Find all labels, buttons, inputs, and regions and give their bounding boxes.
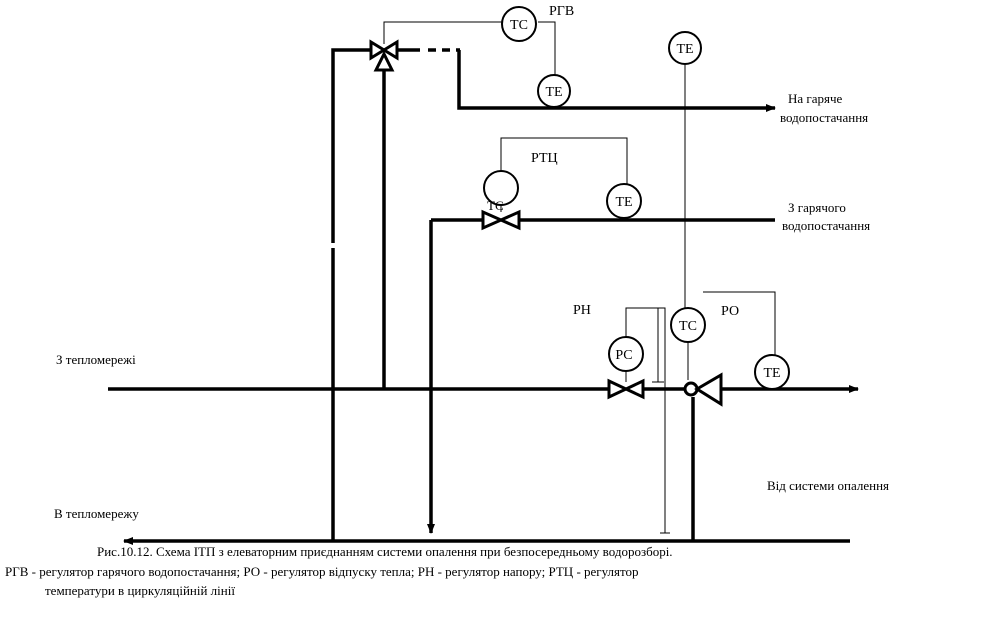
rgv-sensor-line	[538, 21, 556, 76]
rtc-label: РТЦ	[531, 151, 558, 166]
rtc-controller	[483, 170, 519, 206]
rn-valve	[607, 378, 645, 400]
rn-label: РН	[573, 303, 591, 318]
te-hot-supply-sensor: ТЕ	[537, 74, 571, 108]
from-heating-label: Від системи опалення	[767, 478, 889, 493]
rn-control-line	[625, 307, 659, 382]
from-network-label: З тепломережі	[56, 352, 136, 367]
ro-control-line	[703, 291, 776, 355]
svg-text:ТЕ: ТЕ	[545, 85, 562, 100]
hot-water-bypass-pipe	[331, 48, 373, 541]
legend-line-2: температури в циркуляційній лінії	[45, 583, 235, 598]
rtc-control-line	[500, 137, 628, 185]
rtc-ts-label: ТС	[487, 198, 504, 213]
figure-caption: Рис.10.12. Схема ІТП з елеваторним приєд…	[97, 544, 673, 559]
rn-impulse-line	[658, 307, 666, 533]
rgv-control-line	[383, 21, 502, 44]
ro-label: РО	[721, 304, 739, 319]
hot-supply-out-pipe	[457, 50, 776, 112]
svg-text:ТЕ: ТЕ	[676, 42, 693, 57]
legend-line-1: РГВ - регулятор гарячого водопостачання;…	[5, 564, 639, 579]
svg-text:ТЕ: ТЕ	[763, 366, 780, 381]
ts-rgv-controller: ТС	[501, 6, 537, 42]
hot-supply-in-label-2: водопостачання	[782, 218, 870, 233]
hot-supply-out-label-1: На гаряче	[788, 91, 843, 106]
svg-text:РС: РС	[615, 348, 632, 363]
te-heating-sensor: ТЕ	[754, 354, 790, 390]
to-network-label: В тепломережу	[54, 506, 139, 521]
rgv-label: РГВ	[549, 4, 574, 19]
te-circulation-sensor: ТЕ	[606, 183, 642, 219]
svg-text:ТЕ: ТЕ	[615, 195, 632, 210]
svg-text:ТС: ТС	[510, 18, 528, 33]
three-way-valve	[369, 39, 399, 72]
rtc-valve	[481, 209, 521, 231]
te-top-sensor: ТЕ	[668, 31, 702, 65]
ts-ro-controller: ТС	[670, 307, 706, 343]
svg-text:ТС: ТС	[679, 319, 697, 334]
elevator	[683, 372, 723, 407]
hot-supply-out-label-2: водопостачання	[780, 110, 868, 125]
hot-supply-in-label-1: З гарячого	[788, 200, 846, 215]
rs-controller: РС	[608, 336, 644, 372]
